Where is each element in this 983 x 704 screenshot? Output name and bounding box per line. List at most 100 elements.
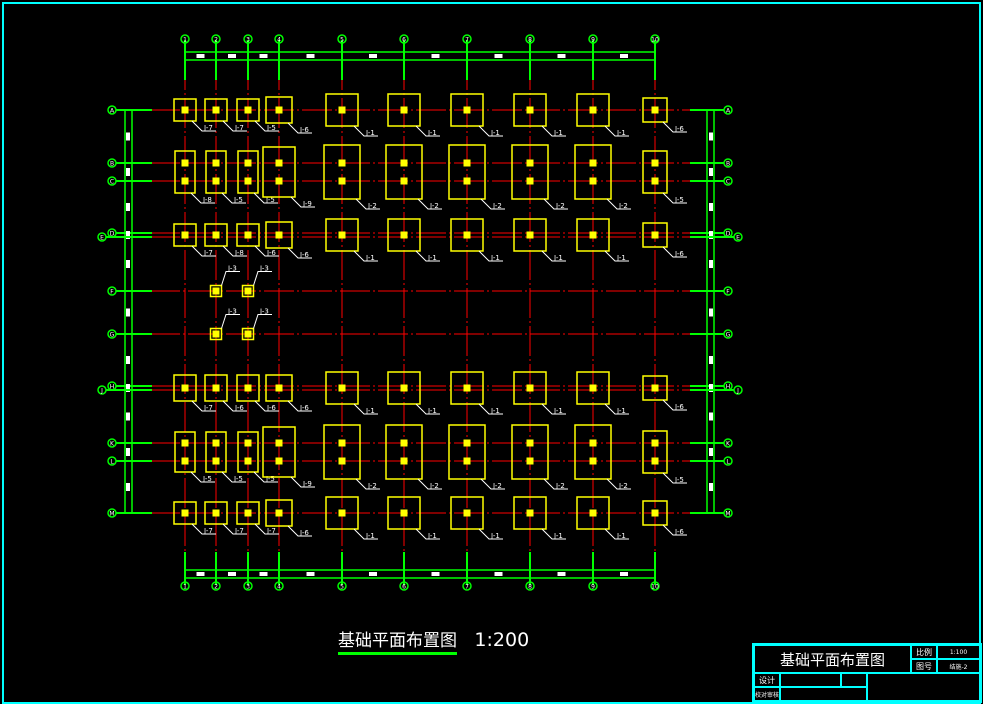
- footing-leader: [662, 192, 687, 204]
- axis-label: 10: [651, 584, 659, 591]
- dimension-text: [126, 308, 130, 317]
- column: [275, 509, 283, 517]
- footing-tag: J-2: [429, 482, 439, 490]
- footing-tag: J-1: [553, 129, 563, 137]
- axis-label: B: [726, 161, 730, 168]
- footing-tag: J-1: [427, 254, 437, 262]
- footing: [387, 496, 421, 530]
- dimension-text: [709, 260, 713, 268]
- footing-tag: J-1: [365, 532, 375, 540]
- footing-leader: [662, 399, 687, 411]
- footing-leader: [355, 198, 380, 210]
- axis-label: L: [110, 459, 114, 466]
- footing-tag: J-3: [227, 265, 237, 273]
- footing: [574, 144, 612, 200]
- dimension-text: [709, 168, 713, 176]
- dimension-text: [259, 54, 268, 58]
- footing: [205, 431, 227, 473]
- axis-bubble: [650, 581, 660, 591]
- footing: [448, 144, 486, 200]
- column: [400, 457, 408, 465]
- footing: [236, 98, 260, 122]
- footing-tag: J-8: [234, 249, 244, 257]
- column: [244, 231, 252, 239]
- axis-label: H: [726, 384, 731, 391]
- footing-tag: J-1: [553, 532, 563, 540]
- dimension-text: [196, 54, 205, 58]
- footing-leader: [191, 523, 216, 535]
- axis-bubble: [525, 34, 535, 44]
- column: [400, 439, 408, 447]
- footing-leader: [662, 524, 687, 536]
- axis-label: C: [726, 179, 730, 186]
- column: [526, 457, 534, 465]
- column: [400, 177, 408, 185]
- footing-tag: J-7: [203, 404, 213, 412]
- footing-tag: J-1: [616, 407, 626, 415]
- footing: [265, 374, 293, 402]
- footing-tag: J-6: [234, 404, 244, 412]
- dimension-text: [369, 54, 377, 58]
- column: [651, 106, 659, 114]
- footing-tag: J-1: [427, 407, 437, 415]
- footing-tag: J-2: [492, 482, 502, 490]
- footing-tag: J-7: [234, 124, 244, 132]
- footing-leader: [353, 403, 378, 415]
- footing-tag: J-9: [302, 200, 312, 208]
- footing-tag: J-7: [234, 527, 244, 535]
- footing-leader: [222, 523, 247, 535]
- footing-tag: J-2: [618, 202, 628, 210]
- footing-leader: [254, 523, 279, 535]
- dimension-text: [431, 54, 440, 58]
- footing-tag: J-5: [674, 476, 684, 484]
- axis-bubble: [588, 34, 598, 44]
- footing: [642, 97, 668, 123]
- footing: [450, 93, 484, 127]
- dimension-text: [709, 448, 713, 456]
- axis-label: F: [110, 289, 114, 296]
- axis-bubble: [650, 34, 660, 44]
- footing: [448, 424, 486, 480]
- dimension-text: [709, 132, 713, 141]
- footing-tag: J-6: [266, 249, 276, 257]
- axis-label: 5: [340, 584, 344, 591]
- axis-label: B: [110, 161, 114, 168]
- footing-leader: [254, 120, 279, 132]
- column: [275, 439, 283, 447]
- column: [244, 457, 252, 465]
- footing: [511, 144, 549, 200]
- footing-tag: J-2: [618, 482, 628, 490]
- column: [244, 106, 252, 114]
- footing: [642, 500, 668, 526]
- footing-leader: [191, 400, 216, 412]
- column: [212, 330, 220, 338]
- footing-leader: [478, 125, 503, 137]
- column: [651, 509, 659, 517]
- axis-label: K: [110, 441, 115, 448]
- axis-bubble: [180, 34, 190, 44]
- dimension-text: [126, 412, 130, 421]
- footing-leader: [222, 245, 247, 257]
- footing-leader: [221, 271, 240, 286]
- footing: [450, 218, 484, 252]
- footing: [241, 284, 255, 298]
- axis-label: M: [109, 511, 114, 518]
- column: [400, 231, 408, 239]
- column: [212, 177, 220, 185]
- footing-leader: [541, 125, 566, 137]
- footing-leader: [417, 198, 442, 210]
- footing-leader: [221, 471, 246, 483]
- column: [244, 159, 252, 167]
- axis-label: D: [110, 231, 115, 238]
- dimension-text: [126, 384, 130, 392]
- checker-cell: [780, 687, 867, 701]
- axis-label: 9: [591, 584, 595, 591]
- footing-leader: [662, 472, 687, 484]
- footing: [174, 150, 196, 194]
- axis-bubble: [723, 286, 733, 296]
- column: [526, 159, 534, 167]
- footing-tag: J-6: [299, 404, 309, 412]
- axis-label: M: [725, 511, 730, 518]
